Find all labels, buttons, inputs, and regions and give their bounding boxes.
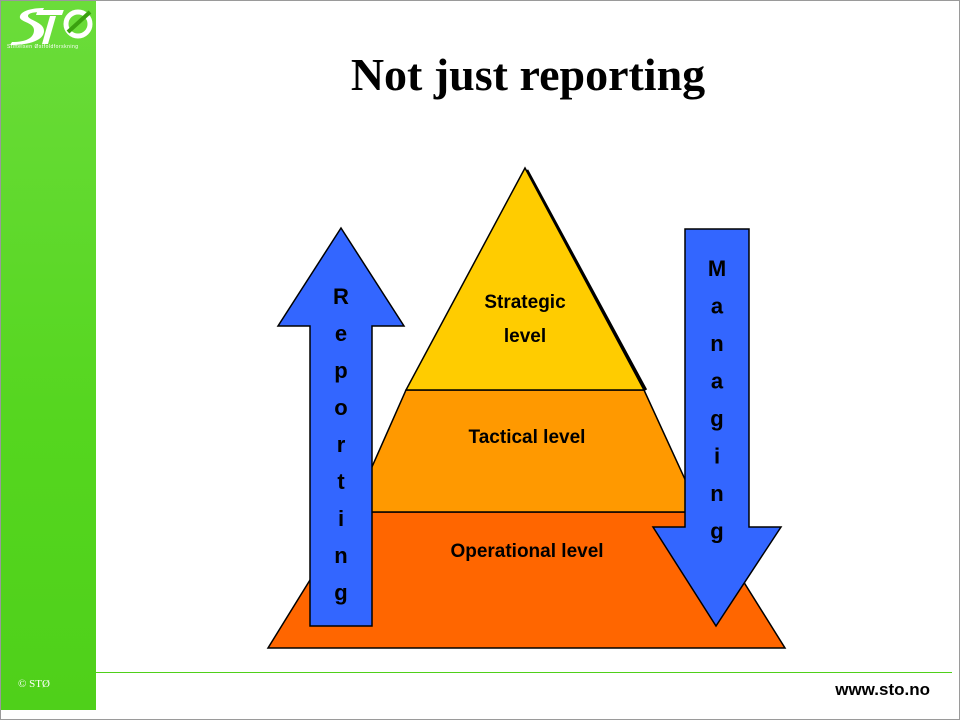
- managing-letters-letter: n: [710, 331, 723, 356]
- managing-letters-letter: g: [710, 406, 723, 431]
- managing-arrow-shape: [651, 228, 783, 628]
- reporting-letters-letter: o: [334, 395, 347, 420]
- pyramid: Strategic level Tactical level Operation…: [266, 166, 787, 649]
- reporting-letters-letter: i: [338, 506, 344, 531]
- pyramid-level-tactical-shape: [350, 389, 702, 513]
- managing-letters-letter: i: [714, 444, 720, 469]
- reporting-letters-letter: p: [334, 358, 347, 383]
- sidebar: [1, 1, 96, 710]
- tactical-label: Tactical level: [469, 427, 586, 448]
- reporting-letters-letter: R: [333, 284, 349, 309]
- reporting-arrow-shape: [276, 226, 406, 627]
- operational-label: Operational level: [450, 541, 603, 562]
- logo-s-shape: [10, 8, 44, 45]
- reporting-letters-letter: t: [337, 469, 345, 494]
- reporting-letters-letter: r: [337, 432, 346, 457]
- pyramid-level-strategic-shape: [404, 166, 646, 391]
- reporting-letters-letter: e: [335, 321, 347, 346]
- pyramid-edge-shadow: [525, 169, 648, 391]
- logo-t-bar: [35, 10, 64, 15]
- website-url: www.sto.no: [835, 680, 930, 699]
- logo-t-stem: [42, 16, 56, 44]
- managing-letters-letter: M: [708, 256, 726, 281]
- managing-letters-letter: a: [711, 369, 724, 394]
- managing-letters-letter: n: [710, 481, 723, 506]
- footer-divider: [96, 672, 952, 673]
- copyright: © STØ: [18, 678, 50, 690]
- page-title: Not just reporting: [350, 49, 706, 100]
- managing-letters-letter: g: [710, 519, 723, 544]
- reporting-letters-letter: g: [334, 580, 347, 605]
- logo-subtitle: Stiftelsen Østfoldforskning: [7, 44, 79, 50]
- sto-logo: [10, 8, 93, 45]
- managing-letters-letter: a: [711, 294, 724, 319]
- strategic-label-line1: Strategic: [484, 292, 566, 313]
- logo-o-ring: [63, 9, 93, 39]
- logo-check: [66, 10, 92, 34]
- reporting-letters-letter: n: [334, 543, 347, 568]
- strategic-label-line2: level: [504, 326, 546, 347]
